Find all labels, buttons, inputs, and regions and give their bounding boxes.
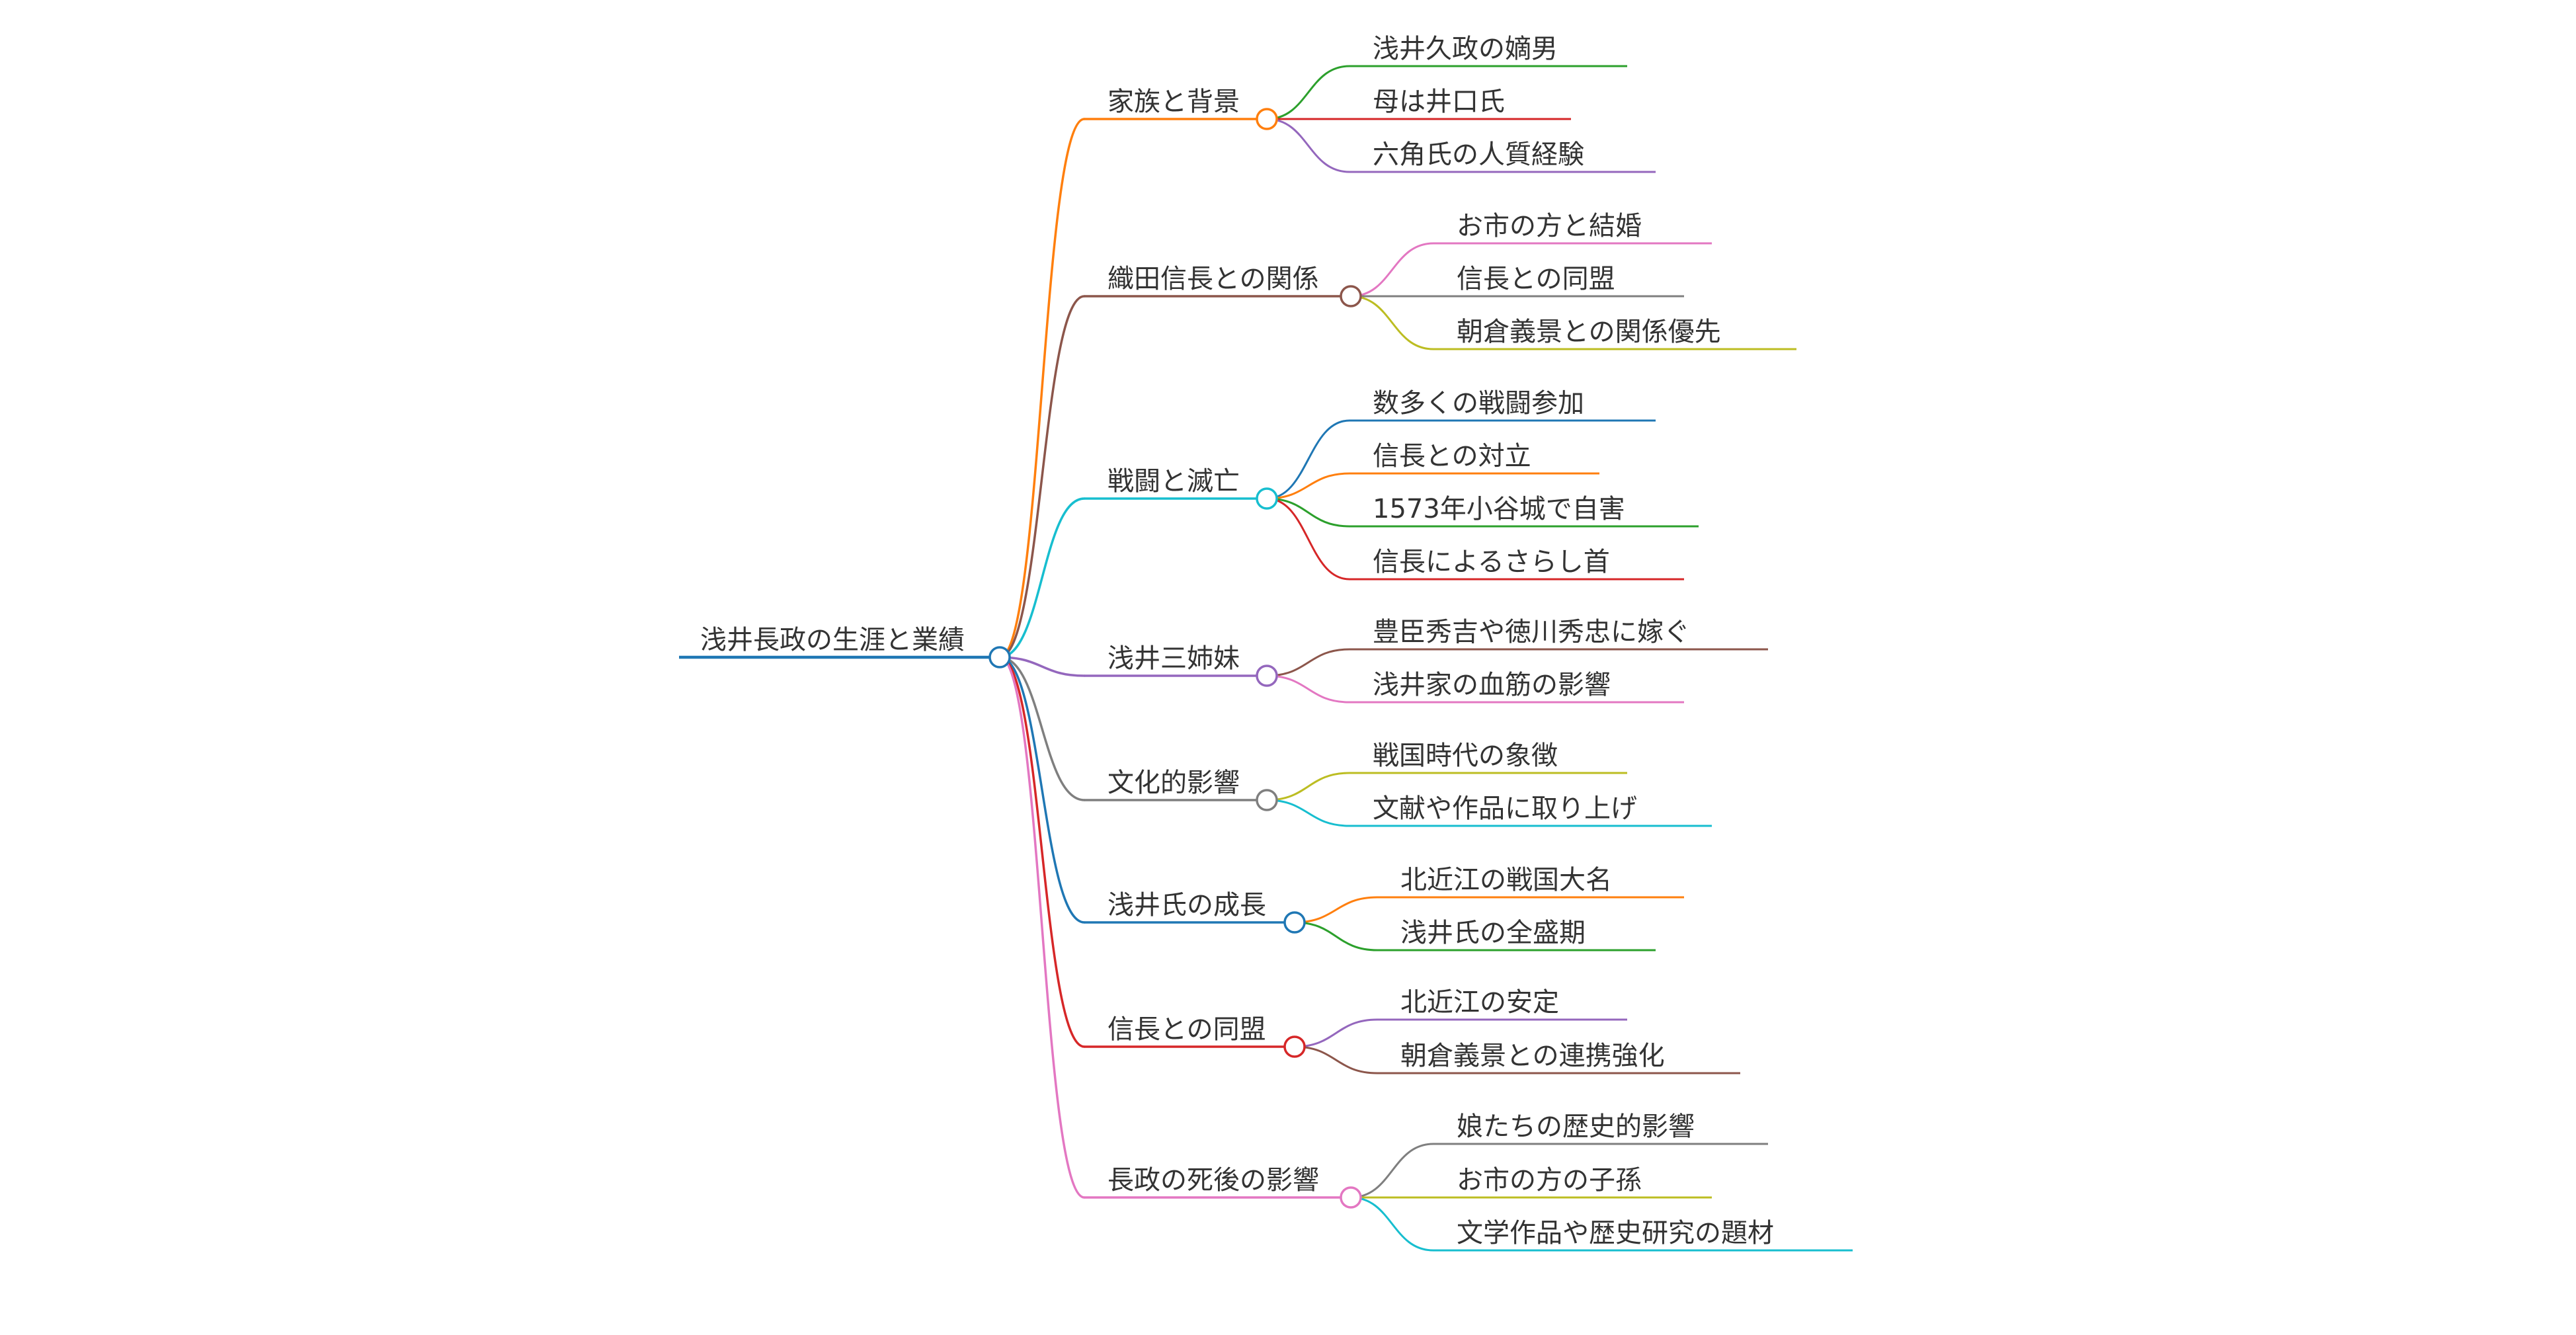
- leaf-2-3-label: 朝倉義景との関係優先: [1457, 317, 1721, 347]
- branch-4-label: 浅井三姉妹: [1107, 643, 1240, 674]
- leaf-8-2-label: お市の方の子孫: [1457, 1165, 1642, 1195]
- leaf-6-2-label: 浅井氏の全盛期: [1400, 918, 1586, 948]
- branch-2-connector: [998, 295, 1086, 659]
- branch-3-connector: [998, 497, 1086, 659]
- leaf-2-2-label: 信長との同盟: [1457, 264, 1615, 294]
- branch-7-connector: [998, 656, 1086, 1048]
- leaf-2-1-connector: [1349, 242, 1435, 298]
- leaf-5-2-connector: [1266, 799, 1351, 827]
- connector-layer: [998, 65, 1435, 1252]
- leaf-3-4-label: 信長によるさらし首: [1373, 547, 1610, 577]
- leaf-5-1-connector: [1266, 772, 1351, 801]
- leaf-3-2-connector: [1266, 472, 1351, 500]
- leaf-4-2-connector: [1266, 674, 1351, 704]
- leaf-7-1-label: 北近江の安定: [1400, 987, 1559, 1018]
- branch-6-connector: [998, 656, 1086, 924]
- branch-6-toggle-circle[interactable]: [1283, 911, 1306, 934]
- leaf-7-2-label: 朝倉義景との連携強化: [1400, 1041, 1665, 1071]
- branch-3-label: 戦闘と滅亡: [1107, 466, 1240, 497]
- branch-2-label: 織田信長との関係: [1107, 264, 1319, 294]
- branch-3-toggle-circle[interactable]: [1256, 487, 1278, 510]
- leaf-4-1-connector: [1266, 648, 1351, 677]
- leaf-3-4-connector: [1266, 497, 1351, 581]
- branch-7-toggle-circle[interactable]: [1283, 1035, 1306, 1058]
- leaf-4-1-label: 豊臣秀吉や徳川秀忠に嫁ぐ: [1373, 617, 1690, 647]
- leaf-8-1-label: 娘たちの歴史的影響: [1457, 1112, 1695, 1142]
- leaf-1-3-connector: [1266, 118, 1351, 173]
- branch-8-label: 長政の死後の影響: [1107, 1165, 1319, 1195]
- branch-4-connector: [998, 656, 1086, 677]
- leaf-4-2-label: 浅井家の血筋の影響: [1373, 670, 1611, 700]
- leaf-2-3-connector: [1349, 295, 1435, 350]
- leaf-3-2-label: 信長との対立: [1373, 441, 1531, 471]
- leaf-3-1-connector: [1266, 419, 1351, 500]
- label-layer: 浅井長政の生涯と業績 家族と背景 浅井久政の嫡男母は井口氏六角氏の人質経験織田信長と…: [700, 34, 1774, 1248]
- branch-1-toggle-circle[interactable]: [1256, 108, 1278, 130]
- leaf-1-1-label: 浅井久政の嫡男: [1373, 34, 1558, 64]
- leaf-8-3-label: 文学作品や歴史研究の題材: [1457, 1218, 1774, 1248]
- branch-8-connector: [998, 656, 1086, 1199]
- leaf-6-1-connector: [1293, 896, 1379, 924]
- leaf-1-2-label: 母は井口氏: [1373, 87, 1505, 117]
- root-topic-toggle-circle[interactable]: [988, 646, 1011, 668]
- branch-7-label: 信長との同盟: [1107, 1014, 1266, 1045]
- leaf-3-3-label: 1573年小谷城で自害: [1373, 494, 1625, 524]
- leaf-1-1-connector: [1266, 65, 1351, 120]
- underline-layer: [679, 65, 1853, 1252]
- leaf-8-1-connector: [1349, 1143, 1435, 1199]
- branch-2-toggle-circle[interactable]: [1340, 285, 1362, 307]
- branch-8-toggle-circle[interactable]: [1340, 1186, 1362, 1209]
- leaf-7-1-connector: [1293, 1018, 1379, 1048]
- root-topic-label: 浅井長政の生涯と業績: [700, 625, 965, 655]
- branch-5-label: 文化的影響: [1107, 768, 1240, 798]
- leaf-8-3-connector: [1349, 1196, 1435, 1252]
- leaf-3-3-connector: [1266, 497, 1351, 528]
- branch-1-label: 家族と背景: [1107, 87, 1240, 117]
- leaf-6-1-label: 北近江の戦国大名: [1400, 865, 1612, 895]
- leaf-5-2-label: 文献や作品に取り上げ: [1373, 793, 1637, 824]
- branch-5-connector: [998, 656, 1086, 801]
- leaf-3-1-label: 数多くの戦闘参加: [1373, 388, 1584, 419]
- branch-6-label: 浅井氏の成長: [1107, 890, 1266, 920]
- leaf-5-1-label: 戦国時代の象徴: [1373, 741, 1558, 771]
- branch-5-toggle-circle[interactable]: [1256, 789, 1278, 811]
- branch-1-connector: [998, 118, 1086, 659]
- leaf-6-2-connector: [1293, 921, 1379, 951]
- leaf-2-1-label: お市の方と結婚: [1457, 211, 1642, 241]
- branch-4-toggle-circle[interactable]: [1256, 665, 1278, 687]
- leaf-7-2-connector: [1293, 1045, 1379, 1074]
- leaf-1-3-label: 六角氏の人質経験: [1373, 140, 1584, 170]
- toggle-circle-layer: [988, 108, 1362, 1209]
